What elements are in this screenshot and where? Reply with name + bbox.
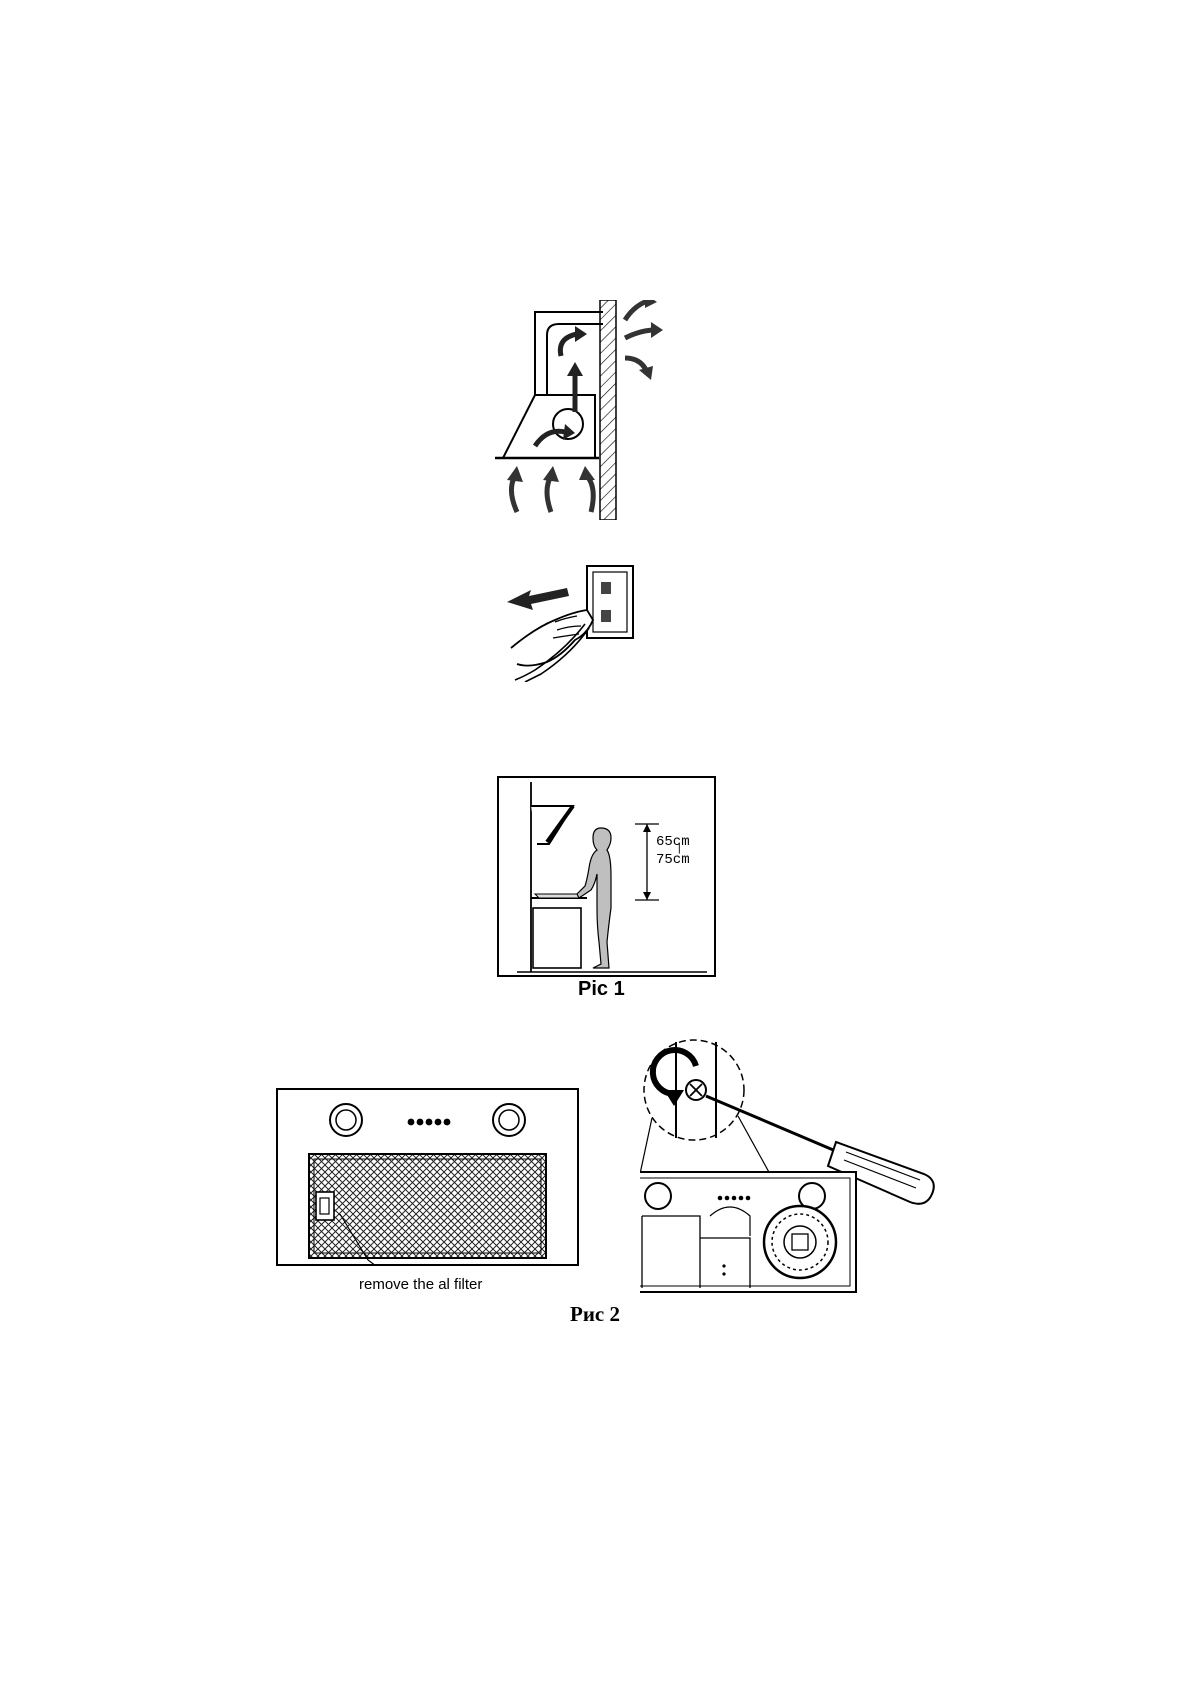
pull-arrow-icon: [507, 588, 569, 610]
screw-removal-diagram: [640, 1038, 950, 1294]
filter-callout-text: remove the al filter: [359, 1276, 482, 1293]
lamp-icon: [645, 1183, 671, 1209]
arrow-icon: [625, 330, 655, 338]
unplug-diagram: [495, 560, 640, 682]
arrow-icon: [560, 334, 577, 356]
installation-height-diagram: [497, 776, 716, 977]
wall: [600, 300, 616, 520]
aluminium-filter: [309, 1154, 546, 1258]
arrow-icon: [511, 476, 517, 512]
dimension-top-label: 65cm: [656, 834, 690, 850]
hood-airflow-diagram: [495, 300, 675, 520]
hood-underside-filter: [276, 1088, 579, 1266]
cabinet: [533, 908, 581, 968]
dimension-bottom-label: 75cm: [656, 852, 690, 868]
figure-caption-pic1: Pic 1: [578, 978, 625, 1001]
arrow-icon: [547, 476, 551, 512]
figure-caption-pic2: Рис 2: [570, 1302, 620, 1327]
wall-socket: [587, 566, 633, 638]
arrow-icon: [587, 476, 593, 512]
